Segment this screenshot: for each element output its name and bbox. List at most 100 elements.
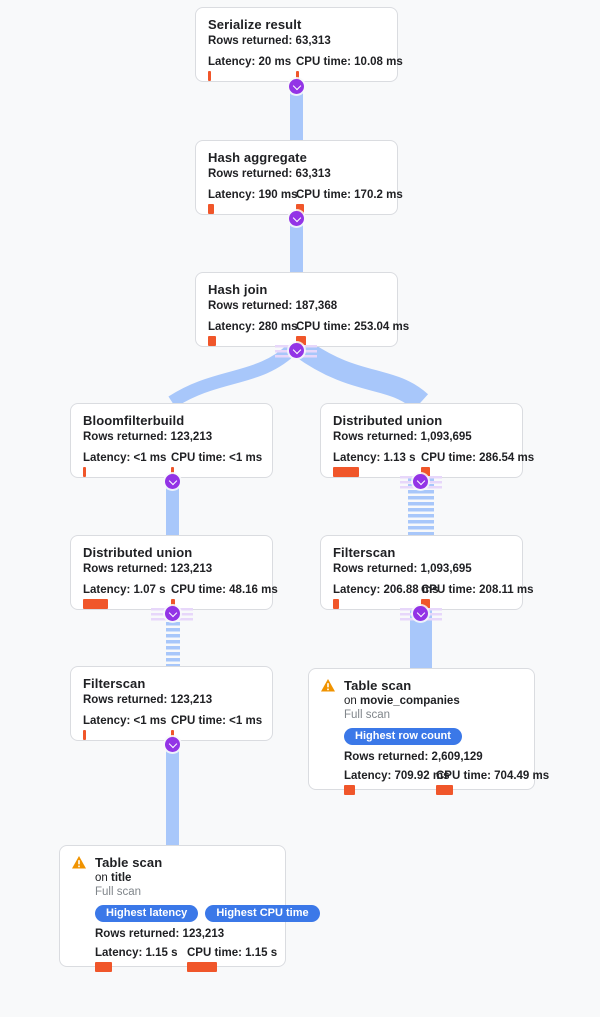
- chevron-down-icon[interactable]: [165, 606, 180, 621]
- latency-bar: [208, 71, 211, 81]
- cpu-label: CPU time:: [171, 584, 226, 596]
- latency-value: <1 ms: [133, 715, 167, 727]
- node-stats: Latency: 206.88 ms CPU time: 208.11 ms: [333, 584, 534, 609]
- highest-latency-badge: Highest latency: [95, 905, 199, 922]
- cpu-label: CPU time:: [421, 452, 476, 464]
- rows-returned: Rows returned: 123,213: [95, 928, 273, 940]
- warning-icon: [321, 679, 335, 692]
- cpu-stat: CPU time: <1 ms: [171, 715, 262, 740]
- latency-value: 20 ms: [258, 56, 292, 68]
- latency-bar: [333, 467, 359, 477]
- chevron-down-icon[interactable]: [413, 606, 428, 621]
- latency-stat: Latency: 1.13 s: [333, 452, 421, 477]
- cpu-label: CPU time:: [187, 947, 242, 959]
- latency-value: 1.15 s: [145, 947, 178, 959]
- rows-value: 1,093,695: [420, 431, 472, 443]
- cpu-bar: [171, 599, 175, 609]
- cpu-label: CPU time:: [171, 452, 226, 464]
- cpu-value: 253.04 ms: [354, 321, 410, 333]
- cpu-stat: CPU time: 286.54 ms: [421, 452, 534, 477]
- plan-node-distributed-union-right[interactable]: Distributed union Rows returned: 1,093,6…: [320, 403, 534, 478]
- latency-label: Latency:: [333, 452, 381, 464]
- cpu-value: <1 ms: [229, 452, 263, 464]
- rows-label: Rows returned:: [95, 928, 180, 940]
- chevron-down-icon[interactable]: [165, 737, 180, 752]
- latency-value: 280 ms: [258, 321, 298, 333]
- rows-returned: Rows returned: 2,609,129: [344, 751, 522, 763]
- cpu-stat: CPU time: 170.2 ms: [296, 189, 403, 214]
- latency-label: Latency:: [95, 947, 143, 959]
- plan-node-bloomfilterbuild[interactable]: Bloomfilterbuild Rows returned: 123,213 …: [70, 403, 273, 478]
- plan-node-distributed-union-left[interactable]: Distributed union Rows returned: 123,213…: [70, 535, 278, 610]
- chevron-down-icon[interactable]: [413, 474, 428, 489]
- cpu-bar: [296, 204, 304, 214]
- cpu-label: CPU time:: [296, 189, 351, 201]
- chevron-down-icon[interactable]: [289, 79, 304, 94]
- chevron-down-icon[interactable]: [165, 474, 180, 489]
- latency-label: Latency:: [208, 321, 256, 333]
- latency-bar: [333, 599, 339, 609]
- rows-value: 1,093,695: [420, 563, 472, 575]
- latency-stat: Latency: 20 ms: [208, 56, 296, 81]
- node-stats: Latency: <1 ms CPU time: <1 ms: [83, 715, 262, 740]
- rows-value: 123,213: [170, 431, 213, 443]
- on-label: on: [95, 872, 108, 884]
- node-title: Hash aggregate: [208, 150, 307, 165]
- latency-value: 1.07 s: [133, 584, 166, 596]
- chevron-down-icon[interactable]: [289, 343, 304, 358]
- cpu-stat: CPU time: 10.08 ms: [296, 56, 403, 81]
- node-stats: Latency: <1 ms CPU time: <1 ms: [83, 452, 263, 477]
- cpu-value: 286.54 ms: [479, 452, 535, 464]
- plan-node-filterscan-left[interactable]: Filterscan Rows returned: 123,213 Latenc…: [70, 666, 273, 741]
- edge-filterscan-to-tablescan-left: [166, 741, 179, 845]
- plan-node-filterscan-right[interactable]: Filterscan Rows returned: 1,093,695 Late…: [320, 535, 534, 610]
- latency-value: 1.13 s: [383, 452, 416, 464]
- plan-node-table-scan-movie-companies[interactable]: Table scan on movie_companies Full scan …: [308, 668, 549, 795]
- edge-filterscan-to-tablescan-right: [410, 610, 432, 668]
- rows-value: 187,368: [295, 300, 338, 312]
- latency-stat: Latency: 280 ms: [208, 321, 298, 346]
- node-title: Hash join: [208, 282, 268, 297]
- rows-returned: Rows returned: 63,313: [208, 35, 385, 47]
- edge-hashjoin-split: [168, 344, 429, 406]
- latency-value: <1 ms: [133, 452, 167, 464]
- latency-stat: Latency: 190 ms: [208, 189, 298, 214]
- rows-returned: Rows returned: 123,213: [83, 431, 260, 443]
- node-title: Table scan: [344, 678, 412, 693]
- node-title: Serialize result: [208, 17, 302, 32]
- cpu-bar: [436, 785, 453, 795]
- node-stats: Latency: 1.13 s CPU time: 286.54 ms: [333, 452, 534, 477]
- rows-label: Rows returned:: [208, 300, 293, 312]
- rows-returned: Rows returned: 63,313: [208, 168, 385, 180]
- latency-bar: [83, 467, 86, 477]
- rows-label: Rows returned:: [333, 563, 418, 575]
- scan-type: Full scan: [95, 886, 142, 898]
- latency-label: Latency:: [83, 452, 131, 464]
- rows-label: Rows returned:: [208, 35, 293, 47]
- latency-bar: [344, 785, 355, 795]
- cpu-value: <1 ms: [229, 715, 263, 727]
- badge-row: Highest row count: [344, 726, 522, 745]
- rows-returned: Rows returned: 123,213: [83, 694, 260, 706]
- latency-bar: [83, 599, 108, 609]
- plan-node-serialize-result[interactable]: Serialize result Rows returned: 63,313 L…: [195, 7, 403, 82]
- plan-node-hash-join[interactable]: Hash join Rows returned: 187,368 Latency…: [195, 272, 409, 347]
- latency-stat: Latency: 206.88 ms: [333, 584, 439, 609]
- plan-node-table-scan-title[interactable]: Table scan on title Full scan Highest la…: [59, 845, 320, 972]
- plan-node-hash-aggregate[interactable]: Hash aggregate Rows returned: 63,313 Lat…: [195, 140, 403, 215]
- cpu-bar: [171, 730, 174, 740]
- node-title: Table scan: [95, 855, 163, 870]
- latency-bar: [95, 962, 112, 972]
- cpu-stat: CPU time: 48.16 ms: [171, 584, 278, 609]
- rows-returned: Rows returned: 123,213: [83, 563, 260, 575]
- cpu-label: CPU time:: [296, 56, 351, 68]
- chevron-down-icon[interactable]: [289, 211, 304, 226]
- latency-label: Latency:: [83, 584, 131, 596]
- rows-value: 123,213: [182, 928, 225, 940]
- rows-returned: Rows returned: 187,368: [208, 300, 385, 312]
- cpu-bar: [296, 71, 299, 81]
- latency-bar: [208, 204, 214, 214]
- node-stats: Latency: 709.92 ms CPU time: 704.49 ms: [344, 770, 549, 795]
- cpu-stat: CPU time: 1.15 s: [187, 947, 277, 972]
- cpu-value: 208.11 ms: [479, 584, 534, 596]
